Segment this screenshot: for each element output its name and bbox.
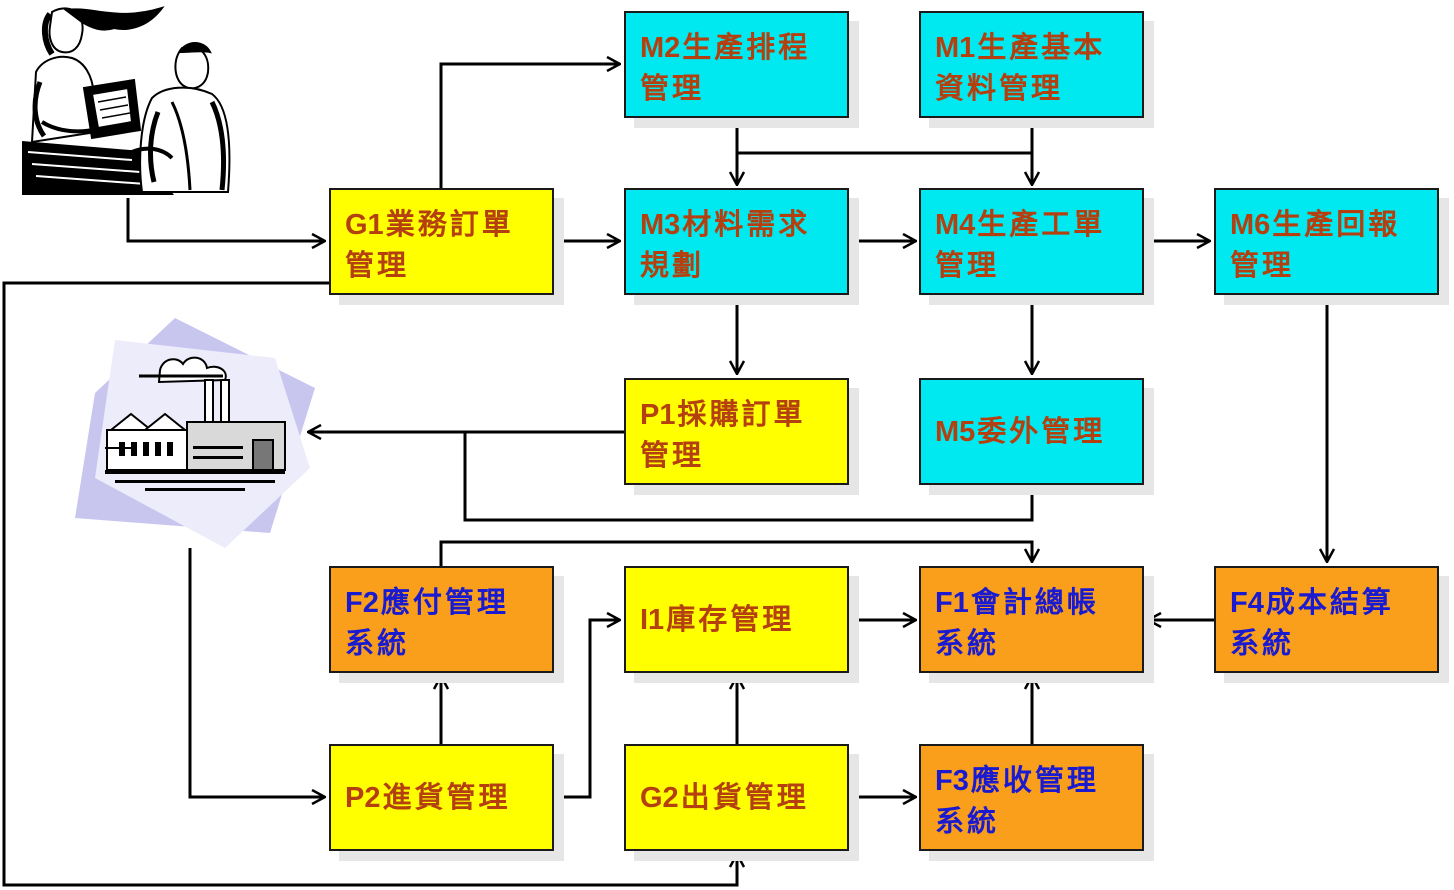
node-m4-line1: M4生產工單 (935, 207, 1106, 241)
node-m3: M3材料需求 規劃 (624, 188, 849, 295)
node-f1-line1: F1會計總帳 (935, 585, 1099, 619)
node-m1-line2: 資料管理 (935, 71, 1064, 105)
node-f3: F3應收管理 系統 (919, 744, 1144, 851)
node-m2: M2生產排程 管理 (624, 11, 849, 118)
node-m6-line1: M6生產回報 (1230, 207, 1401, 241)
node-g1: G1業務訂單 管理 (329, 188, 554, 295)
node-f4-line2: 系統 (1230, 626, 1295, 660)
node-m1-line1: M1生產基本 (935, 30, 1106, 64)
node-f2-line1: F2應付管理 (345, 585, 509, 619)
node-i1: I1庫存管理 (624, 566, 849, 673)
arrow-people-to-g1 (126, 198, 325, 241)
node-g1-line2: 管理 (345, 248, 410, 282)
factory-icon (75, 318, 315, 548)
node-p2: P2進貨管理 (329, 744, 554, 851)
node-f1: F1會計總帳 系統 (919, 566, 1144, 673)
line-m5-to-factory (463, 432, 1034, 522)
node-m3-line2: 規劃 (640, 248, 705, 282)
node-p2-line1: P2進貨管理 (345, 780, 511, 814)
node-i1-line1: I1庫存管理 (640, 602, 795, 636)
arrow-factory-to-p2 (188, 548, 325, 797)
node-g2-line1: G2出貨管理 (640, 780, 809, 814)
node-m4: M4生產工單 管理 (919, 188, 1144, 295)
node-m2-line2: 管理 (640, 71, 705, 105)
node-g1-line1: G1業務訂單 (345, 207, 514, 241)
node-f4: F4成本結算 系統 (1214, 566, 1439, 673)
node-m2-line1: M2生產排程 (640, 30, 811, 64)
node-m6-line2: 管理 (1230, 248, 1295, 282)
node-f1-line2: 系統 (935, 626, 1000, 660)
node-f4-line1: F4成本結算 (1230, 585, 1394, 619)
node-m1: M1生產基本 資料管理 (919, 11, 1144, 118)
node-f2: F2應付管理 系統 (329, 566, 554, 673)
business-meeting-icon (22, 6, 231, 195)
node-g2: G2出貨管理 (624, 744, 849, 851)
arrow-g1-to-g2 (2, 281, 737, 887)
arrow-f2-to-f1 (439, 540, 1032, 566)
node-m6: M6生產回報 管理 (1214, 188, 1439, 295)
node-p1-line2: 管理 (640, 438, 705, 472)
node-m5: M5委外管理 (919, 378, 1144, 485)
node-m4-line2: 管理 (935, 248, 1000, 282)
node-f3-line1: F3應收管理 (935, 763, 1099, 797)
node-p1: P1採購訂單 管理 (624, 378, 849, 485)
node-f2-line2: 系統 (345, 626, 410, 660)
node-p1-line1: P1採購訂單 (640, 397, 806, 431)
node-m3-line1: M3材料需求 (640, 207, 811, 241)
node-f3-line2: 系統 (935, 804, 1000, 838)
node-m5-line1: M5委外管理 (935, 414, 1106, 448)
arrow-g1-to-m2 (439, 64, 620, 188)
arrow-p2-to-i1 (554, 620, 620, 799)
